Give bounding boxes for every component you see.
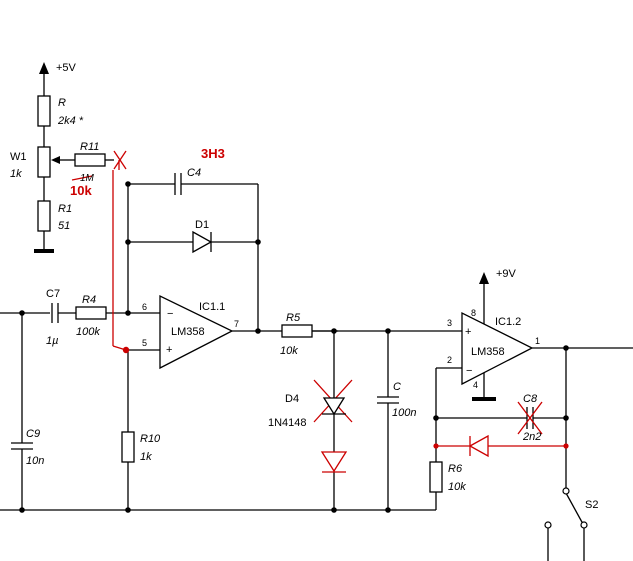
r-name: R: [58, 97, 66, 109]
black-wiring: [0, 70, 633, 561]
r6-name: R6: [448, 463, 463, 475]
ic11-minus: −: [167, 308, 173, 320]
r4-value: 100k: [76, 326, 100, 338]
r10-name: R10: [140, 433, 161, 445]
ic11-pin6: 6: [142, 302, 147, 312]
ic12-minus: −: [466, 365, 472, 377]
red-junction: [122, 346, 130, 354]
ic11-name: IC1.1: [199, 301, 225, 313]
vcc9-arrow-icon: [479, 272, 489, 284]
d4-part: 1N4148: [268, 417, 307, 429]
ic12-pin4: 4: [473, 380, 478, 390]
ic12-part: LM358: [471, 346, 505, 358]
junction-dots: [19, 181, 569, 513]
r4-name: R4: [82, 294, 96, 306]
c-value: 100n: [392, 407, 416, 419]
c7-name: C7: [46, 288, 60, 300]
r1-value: 51: [58, 220, 70, 232]
w1-value: 1k: [10, 168, 22, 180]
ic12-pin8: 8: [471, 308, 476, 318]
ic12-pin3: 3: [447, 318, 452, 328]
c9-name: C9: [26, 428, 40, 440]
r10-value: 1k: [140, 451, 152, 463]
vcc5-label: +5V: [56, 62, 77, 74]
wiper-arrow-icon: [51, 156, 60, 164]
c7-value: 1µ: [46, 335, 58, 347]
c8-name: C8: [523, 393, 538, 405]
c-name: C: [393, 381, 401, 393]
ic11-part: LM358: [171, 326, 205, 338]
ic11-plus: +: [166, 344, 172, 356]
c9-value: 10n: [26, 455, 44, 467]
s2-name: S2: [585, 499, 598, 511]
r5-value: 10k: [280, 345, 298, 357]
d4-name: D4: [285, 393, 299, 405]
red-junction-2: [433, 443, 439, 449]
red-junction-3: [563, 443, 569, 449]
s2-contact-a: [544, 521, 552, 529]
ic12-name: IC1.2: [495, 316, 521, 328]
s2-contact-b: [580, 521, 588, 529]
s2-contact: [562, 487, 570, 495]
ic11-pin5: 5: [142, 338, 147, 348]
r5-name: R5: [286, 312, 301, 324]
d1-name: D1: [195, 219, 209, 231]
r6-value: 10k: [448, 481, 466, 493]
red-modifications: [71, 150, 566, 473]
ic12-plus: +: [465, 326, 471, 338]
r-value: 2k4 *: [57, 115, 84, 127]
c8-value: 2n2: [522, 431, 541, 443]
vcc9-label: +9V: [496, 268, 517, 280]
w1-name: W1: [10, 151, 27, 163]
d4-original: [322, 397, 346, 416]
r1-name: R1: [58, 203, 72, 215]
vcc5-arrow-icon: [39, 62, 49, 74]
ic12-pin2: 2: [447, 355, 452, 365]
c4-new-value: 3H3: [201, 146, 225, 161]
r11-new-value: 10k: [70, 183, 92, 198]
r11-old-value: 1M: [80, 173, 95, 184]
ic11-pin7: 7: [234, 319, 239, 329]
c4-name: C4: [187, 167, 201, 179]
r11-name: R11: [80, 141, 99, 153]
ic12-pin1: 1: [535, 336, 540, 346]
ground-symbols: [34, 249, 496, 401]
